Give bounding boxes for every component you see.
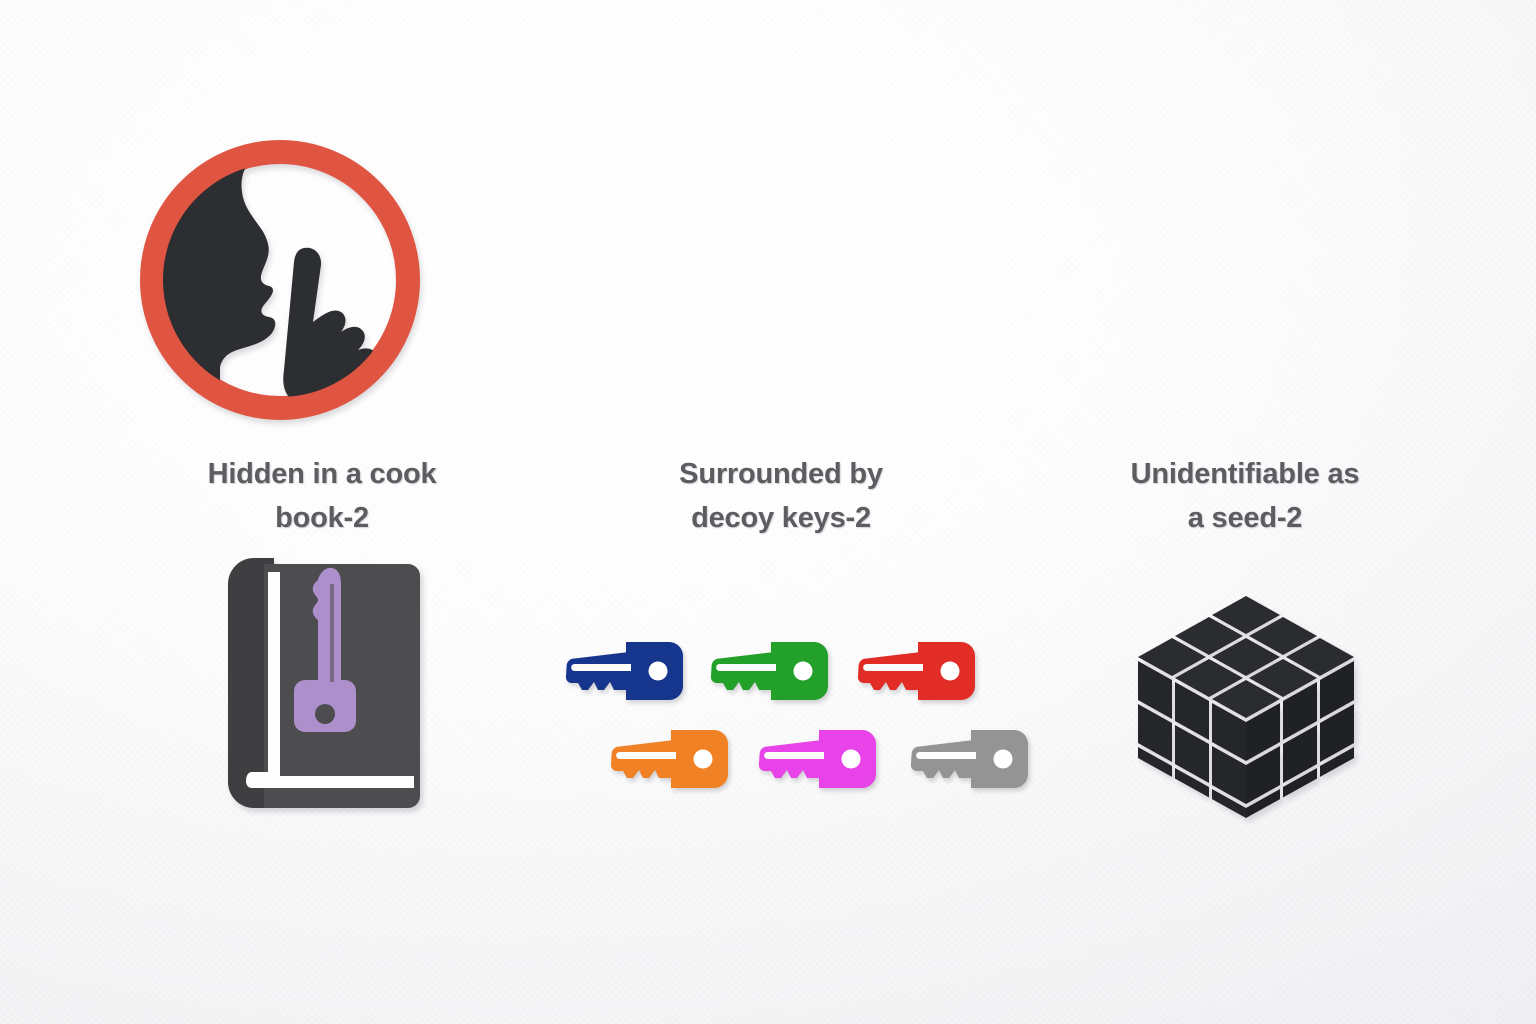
column-label-hidden-in-cookbook: Hidden in a cook book-2 (207, 458, 437, 534)
shh-silence-icon (136, 136, 424, 424)
key-red (857, 640, 975, 702)
key-orange (610, 728, 728, 790)
book-with-key-icon (228, 558, 420, 808)
decoy-keys-grid (560, 640, 1060, 795)
key-green (710, 640, 828, 702)
key-blue (565, 640, 683, 702)
key-gray (910, 728, 1028, 790)
rubiks-cube-icon (1135, 588, 1357, 823)
column-label-surrounded-by-decoy-keys: Surrounded by decoy keys-2 (679, 458, 883, 534)
column-label-unidentifiable-as-seed: Unidentifiable as a seed-2 (1130, 458, 1360, 534)
key-magenta (758, 728, 876, 790)
